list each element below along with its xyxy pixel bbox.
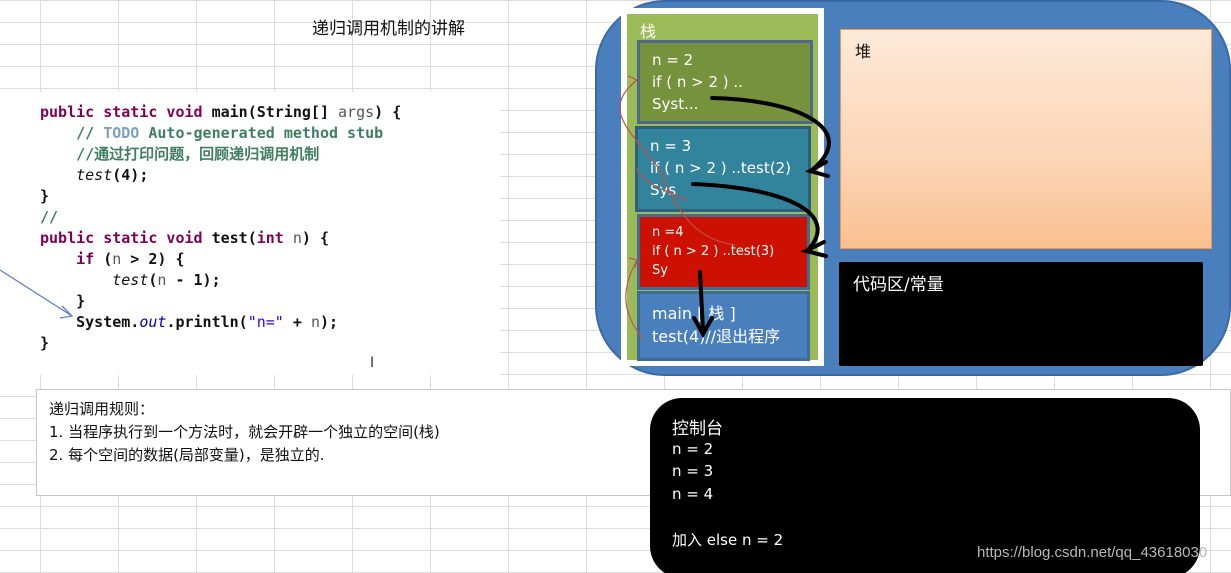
stack-frame-n4: n =4 if ( n > 2 ) ..test(3) Sy bbox=[637, 214, 810, 290]
watermark: https://blog.csdn.net/qq_43618030 bbox=[977, 544, 1208, 561]
code-line: test(n - 1); bbox=[112, 271, 221, 289]
frame-line: if ( n > 2 ) ..test(3) bbox=[652, 244, 775, 259]
console-line: n = 3 bbox=[672, 462, 714, 480]
stack-frame-main: main [ 栈 ] test(4)//退出程序 bbox=[637, 291, 810, 361]
console-line: n = 2 bbox=[672, 440, 714, 458]
text-cursor-icon: I bbox=[370, 355, 375, 371]
rule-2: 2. 每个空间的数据(局部变量)，是独立的. bbox=[49, 446, 325, 464]
rule-1: 1. 当程序执行到一个方法时，就会开辟一个独立的空间(栈) bbox=[49, 423, 440, 441]
code-line: public static void main(String[] args) { bbox=[40, 103, 402, 121]
code-line: //通过打印问题，回顾递归调用机制 bbox=[76, 145, 320, 163]
heap-label: 堆 bbox=[855, 42, 872, 61]
frame-line: Sys bbox=[650, 181, 677, 199]
frame-line: Sy bbox=[652, 263, 668, 278]
stack-frame-n2: n = 2 if ( n > 2 ) .. Syst... bbox=[637, 40, 813, 124]
frame-line: Syst... bbox=[652, 95, 699, 113]
page-title: 递归调用机制的讲解 bbox=[312, 19, 465, 39]
code-line: System.out.println("n=" + n); bbox=[76, 313, 339, 331]
frame-line: main [ 栈 ] bbox=[652, 304, 736, 323]
code-line: } bbox=[40, 334, 50, 352]
frame-line: n =4 bbox=[652, 225, 684, 240]
frame-line: n = 2 bbox=[652, 51, 694, 69]
code-line: public static void test(int n) { bbox=[40, 229, 329, 247]
console-title: 控制台 bbox=[672, 419, 723, 439]
stack-frame-n3: n = 3 if ( n > 2 ) ..test(2) Sys bbox=[635, 126, 811, 212]
frame-line: if ( n > 2 ) .. bbox=[652, 73, 743, 91]
console-line: n = 4 bbox=[672, 485, 714, 503]
code-line: } bbox=[76, 292, 86, 310]
code-area-label: 代码区/常量 bbox=[853, 275, 944, 295]
console-line: 加入 else n = 2 bbox=[672, 531, 784, 549]
heap-area: 堆 bbox=[840, 29, 1212, 249]
code-line: } bbox=[40, 187, 50, 205]
code-line: if (n > 2) { bbox=[76, 250, 185, 268]
code-constant-area: 代码区/常量 bbox=[839, 262, 1203, 366]
frame-line: test(4)//退出程序 bbox=[652, 327, 781, 346]
code-line: test(4); bbox=[76, 166, 149, 184]
frame-line: n = 3 bbox=[650, 137, 692, 155]
code-line: // TODO Auto-generated method stub bbox=[76, 124, 384, 142]
code-block: public static void main(String[] args) {… bbox=[0, 92, 500, 375]
frame-line: if ( n > 2 ) ..test(2) bbox=[650, 159, 791, 177]
console-panel: 控制台 n = 2 n = 3 n = 4 加入 else n = 2 bbox=[650, 398, 1200, 573]
rules-title: 递归调用规则： bbox=[49, 400, 155, 418]
stack-label: 栈 bbox=[640, 22, 657, 41]
code-line: // bbox=[40, 208, 59, 226]
